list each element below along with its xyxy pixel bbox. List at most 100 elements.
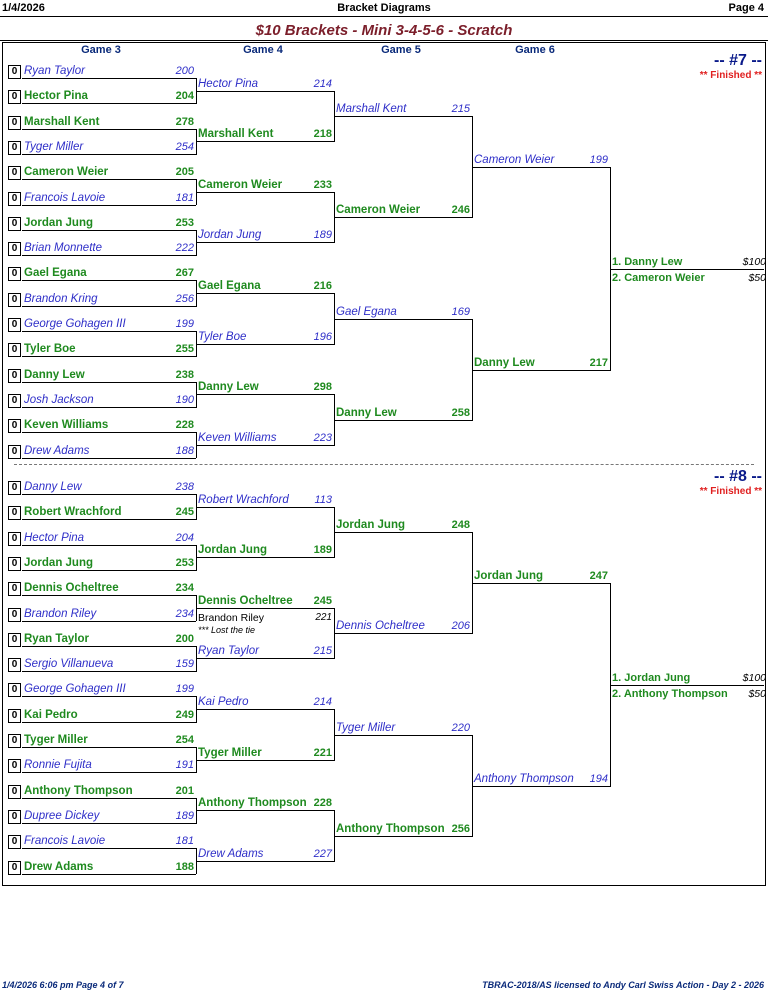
- bowler-name: Tyler Boe: [198, 331, 247, 343]
- bowler-score: 196: [313, 331, 332, 343]
- lane-box: 0: [8, 632, 21, 647]
- bowler-score: 215: [313, 645, 332, 657]
- bowler-name: Jordan Jung: [198, 544, 268, 556]
- lane-box: 0: [8, 65, 21, 79]
- header-date: 1/4/2026: [2, 2, 45, 14]
- bowler-score: 201: [175, 784, 194, 797]
- bowler-score: 245: [175, 506, 194, 519]
- bowler-score: 189: [313, 229, 332, 241]
- entry-line: [334, 735, 472, 736]
- bowler-name: Danny Lew: [336, 407, 397, 419]
- bowler-score: 206: [451, 620, 470, 632]
- column-header-game4: Game 4: [243, 44, 283, 56]
- bowler-name: Dennis Ocheltree: [24, 582, 119, 595]
- result-place: 1. Jordan Jung: [612, 672, 691, 684]
- bowler-name: Jordan Jung: [336, 519, 406, 531]
- footer-left: 1/4/2026 6:06 pm Page 4 of 7: [2, 980, 124, 990]
- bowler-name: Jordan Jung: [198, 229, 262, 241]
- entry-line: [22, 432, 196, 434]
- result-prize: $100: [742, 672, 766, 684]
- result-place: 2. Cameron Weier: [612, 272, 705, 284]
- entry-line: [22, 406, 196, 408]
- entry-line: [334, 532, 472, 533]
- lane-box: 0: [8, 419, 21, 434]
- bowler-score: 204: [175, 531, 194, 544]
- bowler-name: Danny Lew: [24, 481, 82, 493]
- lane-box: 0: [8, 683, 21, 698]
- bowler-score: 199: [589, 154, 608, 166]
- title-rule: [0, 40, 768, 41]
- bowler-name: Ryan Taylor: [198, 645, 259, 657]
- entry-line: [22, 696, 196, 698]
- entry-line: [472, 583, 610, 584]
- champion-line: [610, 685, 764, 686]
- lane-box: 0: [8, 267, 21, 282]
- bowler-score: 258: [451, 407, 470, 419]
- page-title: $10 Brackets - Mini 3-4-5-6 - Scratch: [255, 22, 513, 39]
- entry-line: [22, 179, 196, 181]
- bowler-score: 189: [313, 544, 332, 556]
- entry-line: [196, 293, 334, 294]
- entry-line: [472, 370, 610, 371]
- bowler-score: 238: [175, 481, 194, 493]
- entry-line: [22, 229, 196, 231]
- column-header-game6: Game 6: [515, 44, 555, 56]
- bowler-score: 256: [451, 823, 470, 835]
- bowler-name: Jordan Jung: [24, 216, 94, 229]
- bowler-name: Gael Egana: [24, 267, 87, 280]
- entry-line: [472, 167, 610, 168]
- bowler-name: Dennis Ocheltree: [198, 595, 293, 607]
- lane-box: 0: [8, 368, 21, 383]
- bowler-score: 228: [313, 797, 332, 809]
- bowler-score: 220: [451, 722, 470, 734]
- bowler-score: 256: [175, 292, 194, 305]
- bowler-score: 188: [175, 444, 194, 457]
- bowler-score: 255: [175, 343, 194, 356]
- bowler-name: Robert Wrachford: [24, 506, 122, 519]
- lane-box: 0: [8, 784, 21, 799]
- tie-note: *** Lost the tie: [198, 625, 256, 635]
- column-header-game3: Game 3: [81, 44, 121, 56]
- entry-line: [22, 620, 196, 622]
- bowler-score: 245: [313, 595, 332, 607]
- entry-line: [22, 645, 196, 647]
- lane-box: 0: [8, 90, 21, 105]
- lane-box: 0: [8, 556, 21, 571]
- bowler-name: Robert Wrachford: [198, 494, 289, 506]
- entry-line: [22, 204, 196, 206]
- bowler-score: 218: [313, 128, 332, 140]
- bowler-score: 169: [451, 306, 470, 318]
- lane-box: 0: [8, 444, 21, 459]
- lane-box: 0: [8, 481, 21, 495]
- entry-line: [196, 192, 334, 193]
- bowler-score: 247: [589, 570, 608, 582]
- column-header-game5: Game 5: [381, 44, 421, 56]
- bowler-score: 214: [313, 78, 332, 90]
- bowler-score: 228: [175, 419, 194, 432]
- bowler-name: Danny Lew: [198, 381, 259, 393]
- bowler-score: 248: [451, 519, 470, 531]
- bracket-id: -- #7 --: [714, 52, 762, 69]
- bowler-name: Drew Adams: [24, 860, 94, 873]
- bowler-score: 200: [175, 632, 194, 645]
- entry-line: [22, 721, 196, 723]
- footer-right: TBRAC-2018/AS licensed to Andy Carl Swis…: [482, 980, 764, 990]
- bowler-name: Anthony Thompson: [24, 784, 133, 797]
- bowler-score: 188: [175, 860, 194, 873]
- lane-box: 0: [8, 531, 21, 546]
- bowler-score: 298: [313, 381, 332, 393]
- lane-box: 0: [8, 860, 21, 875]
- bowler-score: 249: [175, 708, 194, 721]
- bowler-name: Francois Lavoie: [24, 191, 106, 204]
- bowler-name: Dennis Ocheltree: [336, 620, 425, 632]
- bowler-name: Keven Williams: [24, 419, 109, 432]
- tie-score: 221: [315, 612, 332, 623]
- bowler-score: 215: [451, 103, 470, 115]
- lane-box: 0: [8, 658, 21, 673]
- bowler-name: Gael Egana: [336, 306, 397, 318]
- entry-line: [22, 544, 196, 546]
- bowler-name: George Gohagen III: [24, 683, 126, 696]
- bowler-name: Francois Lavoie: [24, 835, 106, 848]
- result-prize: $50: [748, 688, 766, 700]
- entry-line: [196, 394, 334, 395]
